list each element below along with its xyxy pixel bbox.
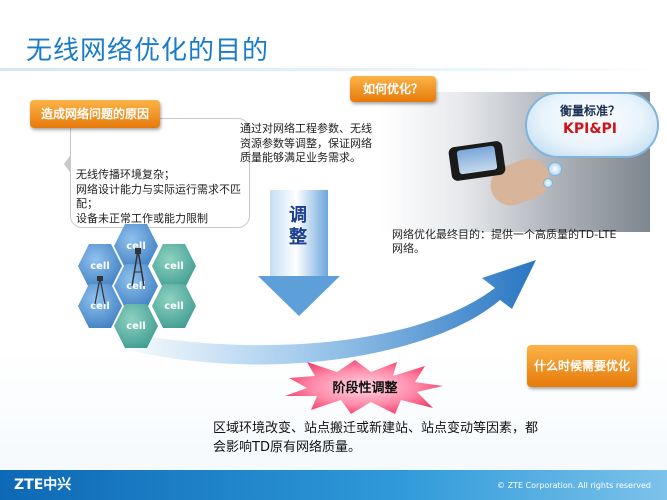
thought-dot: [543, 178, 553, 188]
cause-line: 无线传播环境复杂； 网络设计能力与实际运行需求不匹配； 设备未正常工作或能力限制: [76, 168, 241, 225]
kpi-question: 衡量标准？: [559, 104, 620, 118]
copyright-text: © ZTE Corporation. All rights reserved: [497, 481, 651, 490]
adjust-label: 调 整: [289, 205, 307, 248]
cell-label: cell: [126, 240, 146, 252]
zte-logo: ZTE中兴: [14, 477, 72, 493]
cell-hex: cell: [114, 264, 158, 308]
kpi-value: KPI&PI: [563, 121, 617, 137]
cell-hex: cell: [78, 284, 122, 328]
cell-label: cell: [90, 300, 110, 312]
cell-label: cell: [126, 320, 146, 332]
goal-text: 网络优化最终目的：提供一个高质量的TD-LTE网络。: [392, 228, 617, 255]
cause-text: 无线传播环境复杂； 网络设计能力与实际运行需求不匹配； 设备未正常工作或能力限制: [76, 168, 252, 226]
when-tag: 什么时候需要优化: [527, 345, 637, 387]
antenna-tower-icon: [94, 276, 106, 305]
bottom-text: 区域环境改变、站点搬迁或新建站、站点变动等因素，都会影响TD原有网络质量。: [213, 421, 539, 455]
cell-label: cell: [164, 300, 184, 312]
cell-label: cell: [126, 280, 146, 292]
cell-hex: cell: [152, 284, 196, 328]
cause-tag: 造成网络问题的原因: [30, 100, 160, 128]
adjust-arrow-head: [258, 276, 340, 316]
cell-hex: cell: [114, 304, 158, 348]
how-text: 通过对网络工程参数、无线资源参数等调整，保证网络质量能够满足业务需求。: [240, 122, 372, 164]
burst-label: 阶段性调整: [332, 381, 398, 396]
cause-bubble-tail: [64, 150, 74, 178]
cause-bubble: [70, 118, 250, 228]
antenna-tower-icon: [131, 248, 145, 287]
kpi-cloud: [525, 92, 659, 158]
burst-shape: [285, 360, 443, 414]
how-tag: 如何优化？: [350, 76, 436, 102]
thought-dot: [548, 162, 562, 176]
cell-label: cell: [90, 260, 110, 272]
title-divider: [0, 68, 667, 71]
adjust-arrow-shaft: [270, 190, 328, 278]
footer-bar: [0, 470, 667, 500]
cell-label: cell: [164, 260, 184, 272]
page-title: 无线网络优化的目的: [26, 36, 270, 66]
